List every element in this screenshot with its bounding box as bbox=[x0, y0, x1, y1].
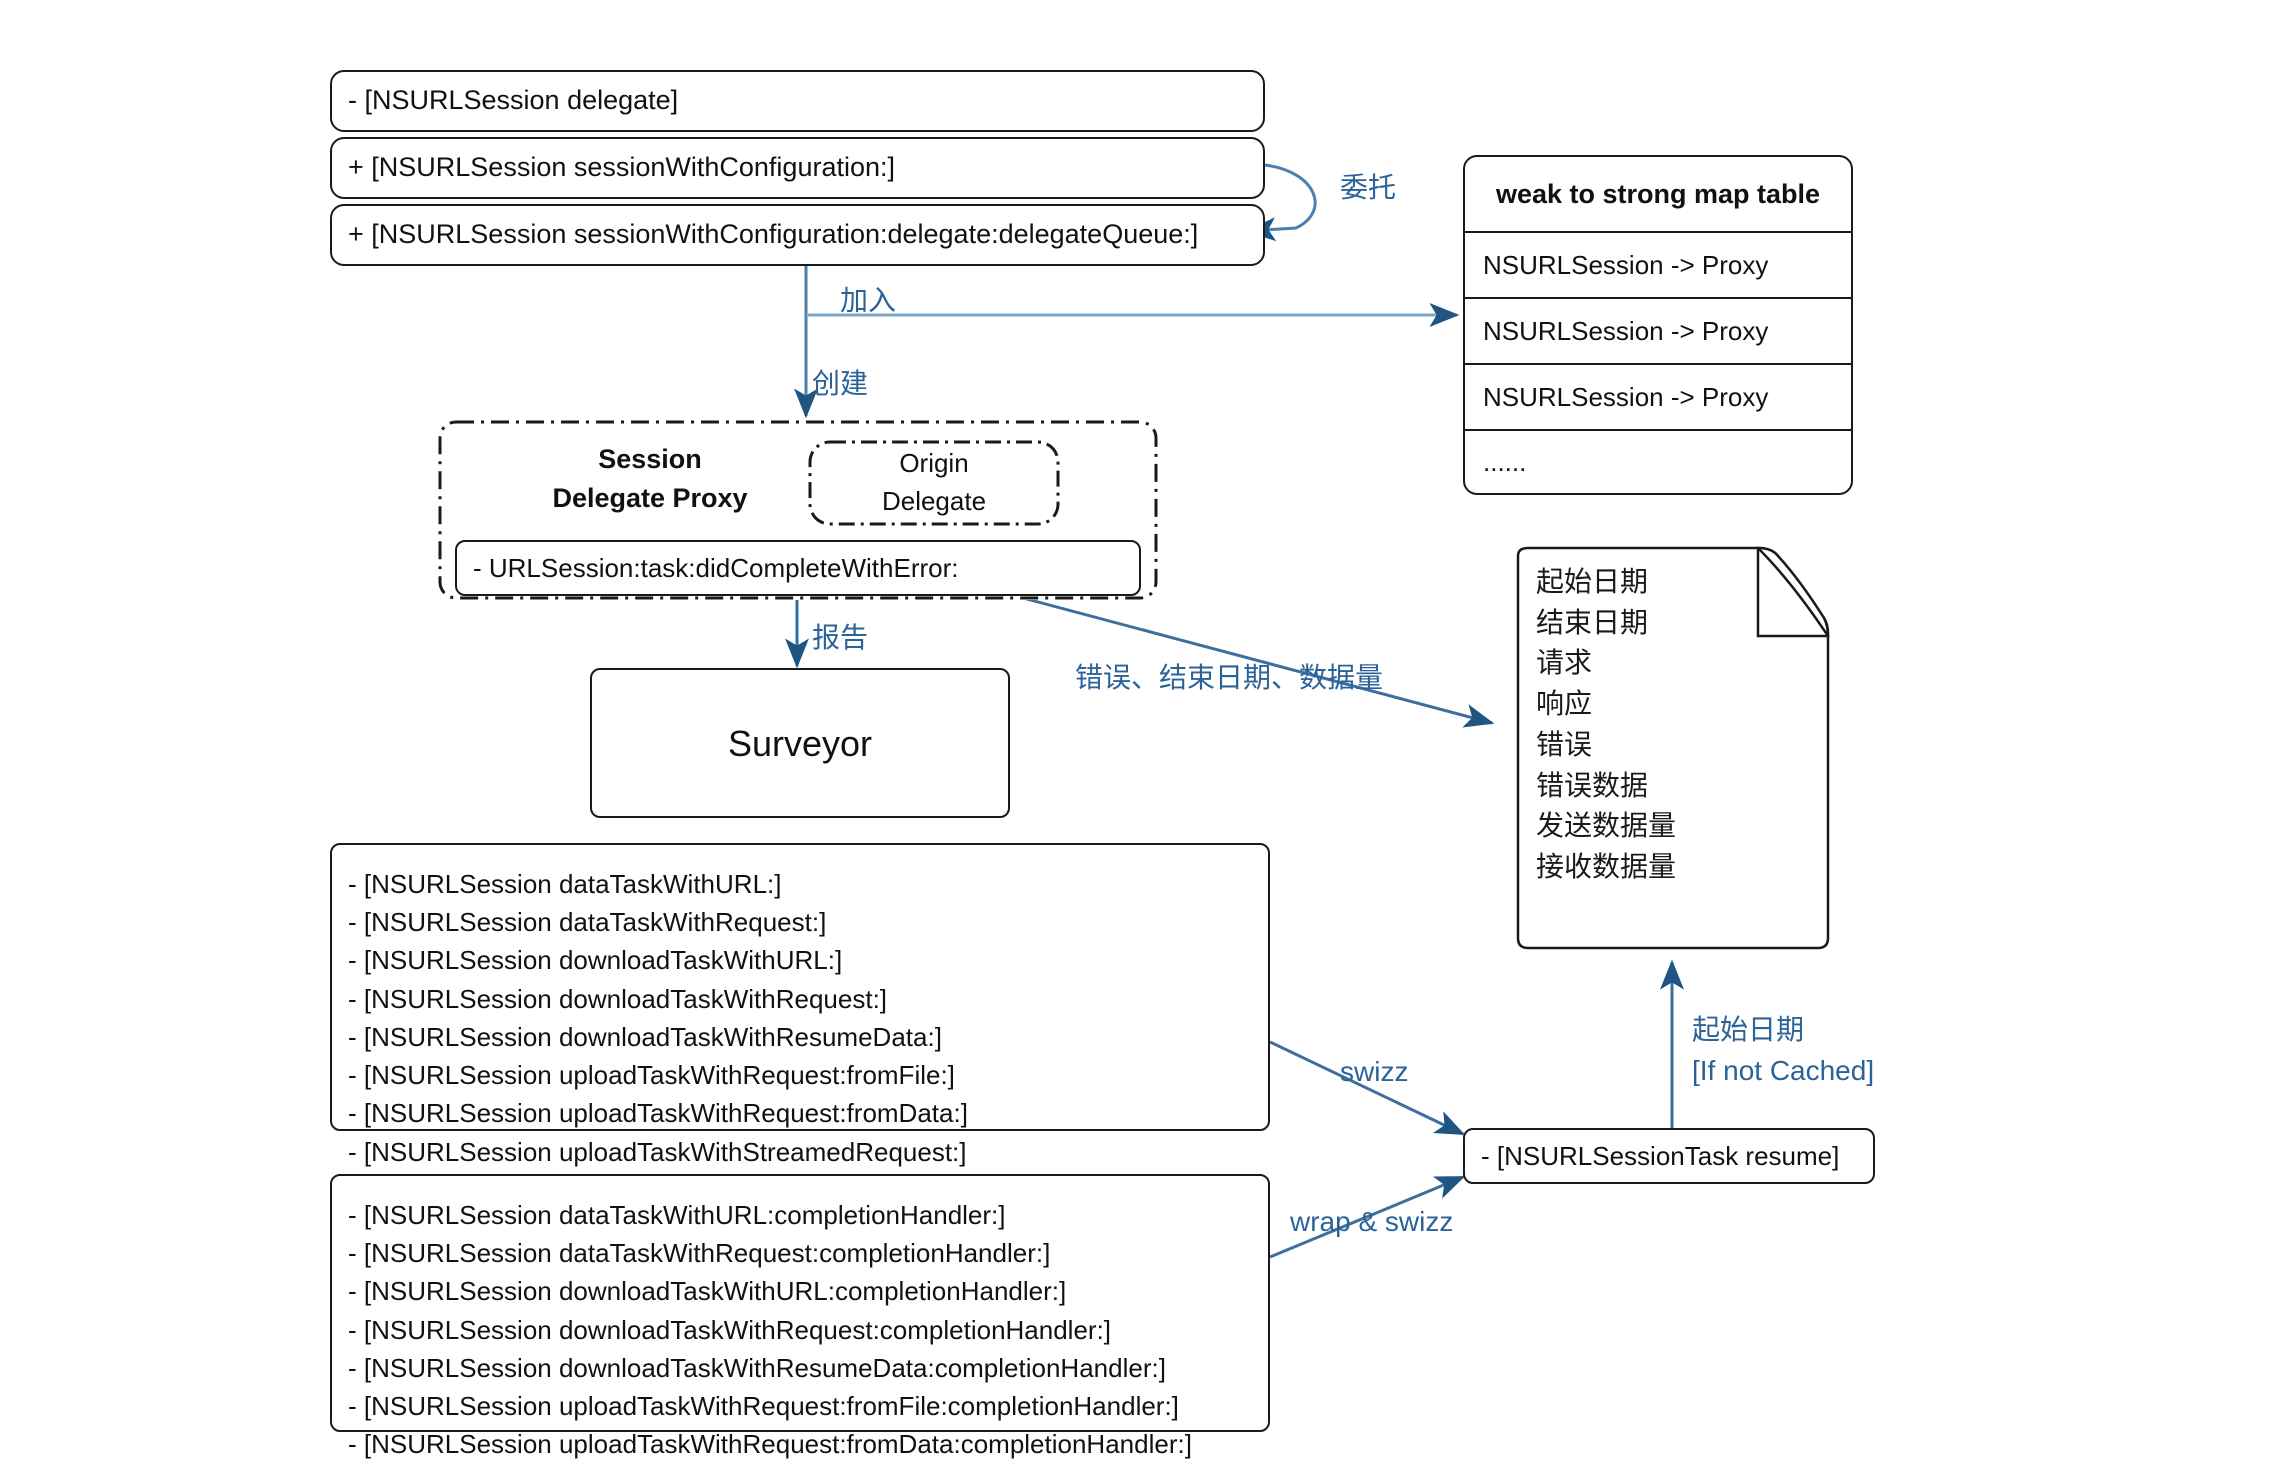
method-label: - [NSURLSessionTask resume] bbox=[1481, 1140, 1840, 1171]
method-line: - [NSURLSession downloadTaskWithRequest:… bbox=[348, 1314, 1112, 1345]
method-label: - URLSession:task:didCompleteWithError: bbox=[473, 552, 959, 583]
method-line: - [NSURLSession dataTaskWithRequest:] bbox=[348, 907, 827, 938]
method-list: - [NSURLSession dataTaskWithURL:completi… bbox=[332, 1196, 1192, 1464]
note-line: 错误数据 bbox=[1536, 769, 1649, 801]
connector-label-swizz: swizz bbox=[1340, 1056, 1409, 1087]
connector-label-wrap-and-swizz: wrap & swizz bbox=[1290, 1206, 1454, 1237]
task-creation-methods-box[interactable]: - [NSURLSession dataTaskWithURL:] - [NSU… bbox=[330, 843, 1270, 1167]
method-box-delegate[interactable]: - [NSURLSession delegate] bbox=[330, 70, 1265, 132]
method-label: + [NSURLSession sessionWithConfiguration… bbox=[348, 219, 1199, 250]
note-line: 响应 bbox=[1536, 688, 1593, 720]
connector-label-create: 创建 bbox=[812, 368, 869, 399]
note-shape bbox=[1516, 546, 1830, 950]
origin-delegate-box[interactable]: Origin Delegate bbox=[808, 440, 1060, 526]
map-table-row: NSURLSession -> Proxy bbox=[1465, 233, 1851, 299]
note-line: 结束日期 bbox=[1536, 606, 1649, 638]
method-line: - [NSURLSession uploadTaskWithRequest:fr… bbox=[348, 1391, 1179, 1422]
weak-to-strong-map-table: weak to strong map table NSURLSession ->… bbox=[1463, 155, 1853, 495]
connector-label-join: 加入 bbox=[840, 285, 897, 316]
surveyor-label: Surveyor bbox=[727, 722, 873, 764]
map-table-header: weak to strong map table bbox=[1465, 157, 1851, 233]
map-table-row: NSURLSession -> Proxy bbox=[1465, 299, 1851, 365]
method-line: - [NSURLSession uploadTaskWithStreamedRe… bbox=[348, 1136, 967, 1167]
proxy-method-box[interactable]: - URLSession:task:didCompleteWithError: bbox=[455, 540, 1141, 596]
method-list: - [NSURLSession dataTaskWithURL:] - [NSU… bbox=[332, 865, 968, 1171]
map-table-row-ellipsis: ...... bbox=[1483, 446, 1527, 477]
method-box-session-with-configuration[interactable]: + [NSURLSession sessionWithConfiguration… bbox=[330, 137, 1265, 199]
method-label: + [NSURLSession sessionWithConfiguration… bbox=[348, 152, 896, 183]
method-line: - [NSURLSession downloadTaskWithURL:comp… bbox=[348, 1276, 1067, 1307]
method-line: - [NSURLSession dataTaskWithRequest:comp… bbox=[348, 1238, 1051, 1269]
map-table-row: NSURLSession -> Proxy bbox=[1465, 365, 1851, 431]
note-line: 起始日期 bbox=[1536, 566, 1649, 597]
resume-method-box[interactable]: - [NSURLSessionTask resume] bbox=[1463, 1128, 1875, 1184]
method-line: - [NSURLSession dataTaskWithURL:completi… bbox=[348, 1200, 1006, 1230]
survey-record-note: 起始日期 结束日期 请求 响应 错误 错误数据 发送数据量 接收数据量 bbox=[1510, 542, 1830, 954]
note-line: 发送数据量 bbox=[1536, 810, 1677, 842]
origin-delegate-dashed-border bbox=[808, 440, 1060, 526]
connector-label-delegate: 委托 bbox=[1340, 172, 1397, 203]
connector-label-report: 报告 bbox=[812, 622, 869, 653]
origin-delegate-line1: Origin bbox=[899, 448, 969, 479]
connector-label-error-end-date-data: 错误、结束日期、数据量 bbox=[1075, 662, 1384, 693]
method-box-session-with-configuration-delegate-queue[interactable]: + [NSURLSession sessionWithConfiguration… bbox=[330, 204, 1265, 266]
method-line: - [NSURLSession downloadTaskWithResumeDa… bbox=[348, 1021, 942, 1052]
method-line: - [NSURLSession uploadTaskWithRequest:fr… bbox=[348, 1098, 968, 1129]
method-line: - [NSURLSession downloadTaskWithRequest:… bbox=[348, 983, 888, 1014]
proxy-title: Session Delegate Proxy bbox=[520, 440, 780, 518]
proxy-title-line2: Delegate Proxy bbox=[552, 483, 748, 514]
proxy-title-line1: Session bbox=[598, 444, 702, 474]
method-line: - [NSURLSession dataTaskWithURL:] bbox=[348, 869, 782, 899]
start-date-text: 起始日期 bbox=[1692, 1014, 1805, 1045]
connector-label-start-date: 起始日期 [If not Cached] bbox=[1692, 1010, 1874, 1091]
method-line: - [NSURLSession uploadTaskWithRequest:fr… bbox=[348, 1060, 955, 1091]
completion-handler-methods-box[interactable]: - [NSURLSession dataTaskWithURL:completi… bbox=[330, 1174, 1270, 1459]
note-line: 错误 bbox=[1536, 728, 1593, 760]
if-not-cached-text: [If not Cached] bbox=[1692, 1054, 1875, 1086]
origin-delegate-line2: Delegate bbox=[881, 486, 987, 516]
surveyor-box[interactable]: Surveyor bbox=[590, 668, 1010, 818]
method-line: - [NSURLSession downloadTaskWithURL:] bbox=[348, 945, 843, 976]
method-line: - [NSURLSession uploadTaskWithRequest:fr… bbox=[348, 1429, 1192, 1460]
method-label: - [NSURLSession delegate] bbox=[348, 85, 679, 116]
note-line: 请求 bbox=[1536, 647, 1593, 679]
method-line: - [NSURLSession downloadTaskWithResumeDa… bbox=[348, 1352, 1166, 1383]
note-field-list: 起始日期 结束日期 请求 响应 错误 错误数据 发送数据量 接收数据量 bbox=[1536, 562, 1676, 888]
note-line: 接收数据量 bbox=[1536, 851, 1677, 883]
